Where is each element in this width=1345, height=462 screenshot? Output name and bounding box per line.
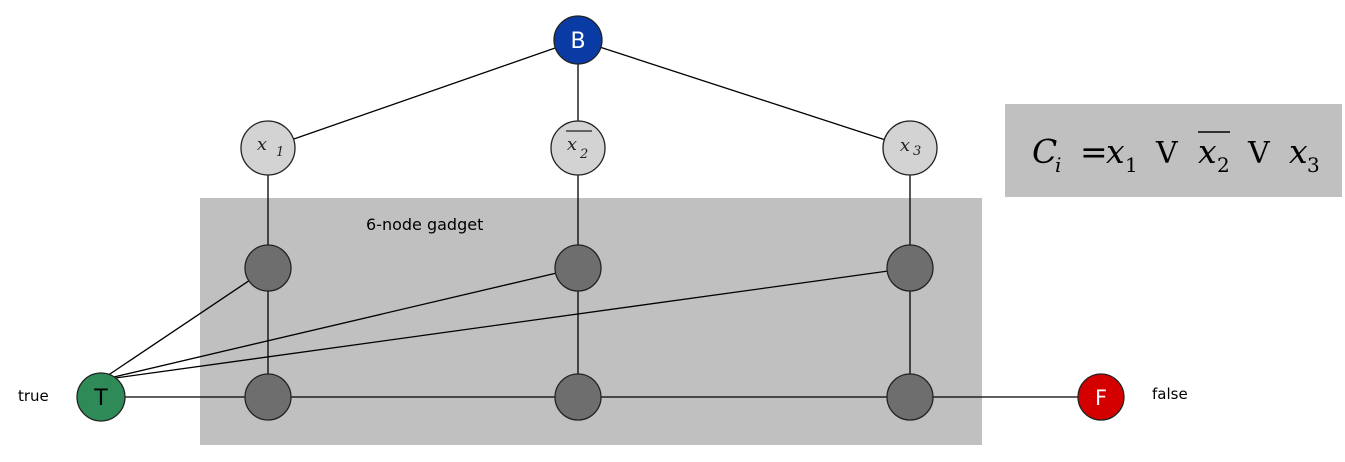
clause-lhs-sub: i: [1055, 153, 1061, 177]
clause-or-2: V: [1247, 136, 1271, 171]
true-label: true: [18, 387, 49, 405]
gadget-node-bottom-3: [886, 373, 934, 421]
gadget-node-top-3: [886, 244, 934, 292]
gadget-label: 6-node gadget: [366, 215, 483, 234]
node-literal-x1: x 1: [240, 120, 296, 176]
node-f: F: [1077, 373, 1125, 421]
clause-formula: C i = x 1 V x 2 V x 3: [1032, 131, 1320, 177]
clause-term1-var: x: [1106, 132, 1125, 171]
clause-term2-sub: 2: [1217, 153, 1230, 177]
node-t-label: T: [93, 386, 108, 411]
literal-x3-var: x: [900, 135, 910, 156]
edge-t-top3: [100, 267, 911, 381]
edge-b-lit1: [267, 39, 579, 149]
node-b: B: [553, 15, 603, 65]
literal-x2-var: x: [567, 134, 577, 155]
node-t: T: [76, 372, 126, 422]
clause-term3-sub: 3: [1307, 153, 1320, 177]
node-literal-x2-negated: x 2: [550, 120, 606, 176]
node-literal-x3: x 3: [882, 120, 938, 176]
node-f-label: F: [1095, 386, 1107, 410]
clause-eq: =: [1080, 132, 1108, 171]
clause-term1-sub: 1: [1125, 153, 1138, 177]
gadget-node-bottom-2: [554, 373, 602, 421]
clause-or-1: V: [1155, 136, 1179, 171]
edge-t-top2: [100, 267, 579, 381]
edge-b-lit3: [577, 39, 911, 149]
edge-t-top1: [100, 267, 269, 381]
gadget-node-top-1: [244, 244, 292, 292]
clause-box: [1005, 104, 1342, 197]
literal-x1-var: x: [257, 134, 267, 155]
literal-x2-sub: 2: [579, 147, 588, 162]
gadget-node-bottom-1: [244, 373, 292, 421]
node-b-label: B: [570, 29, 585, 54]
literal-x3-sub: 3: [913, 144, 921, 159]
gadget-node-top-2: [554, 244, 602, 292]
clause-term3-var: x: [1289, 132, 1308, 171]
false-label: false: [1152, 385, 1188, 403]
clause-term2-var: x: [1198, 132, 1217, 171]
clause-lhs-var: C: [1032, 132, 1057, 171]
literal-x1-sub: 1: [276, 145, 284, 160]
